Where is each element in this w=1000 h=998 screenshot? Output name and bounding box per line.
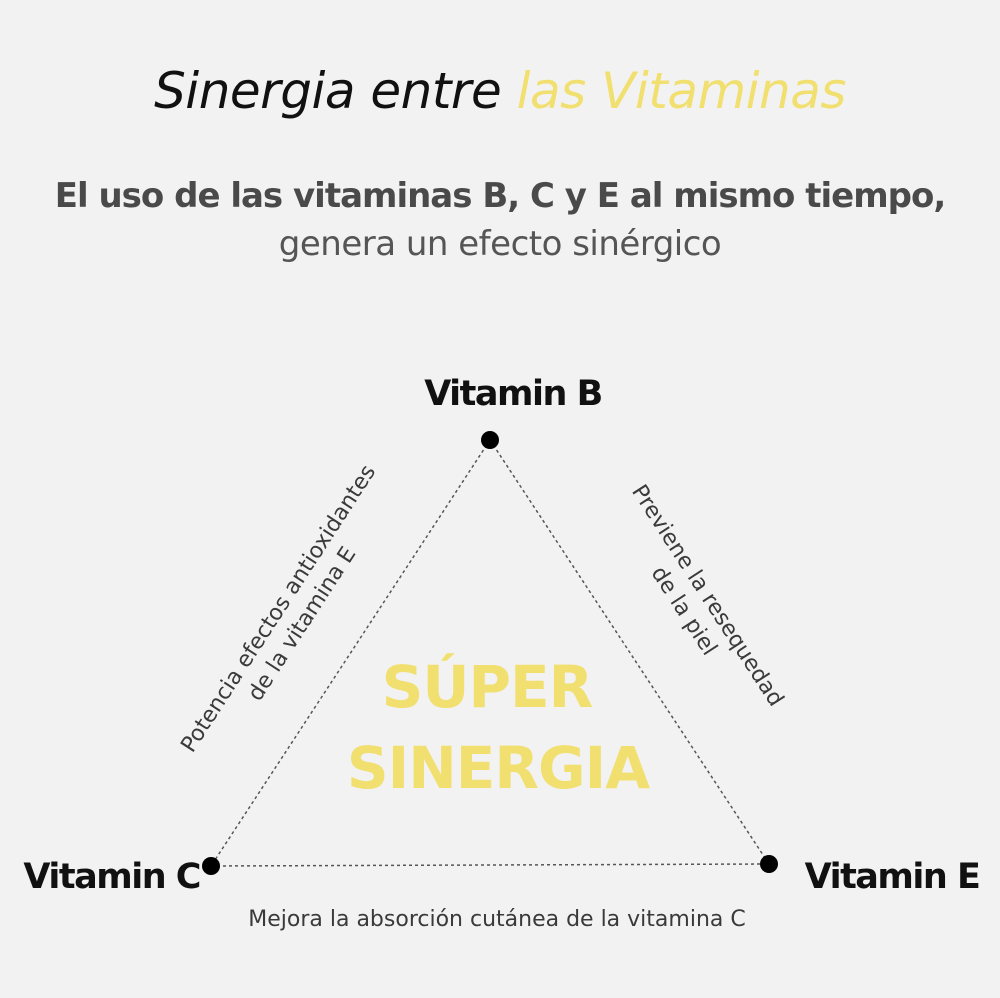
- subtitle-line-1: El uso de las vitaminas B, C y E al mism…: [54, 176, 946, 216]
- page-title: Sinergia entre las Vitaminas: [0, 62, 1000, 120]
- center-label-line2: SINERGIA: [347, 734, 650, 802]
- node-c-label: Vitamin C: [23, 857, 200, 897]
- edge-ce-label: Mejora la absorción cutánea de la vitami…: [248, 907, 745, 932]
- edge-c-e: [210, 863, 770, 867]
- edge-be-label: Previene la resequedad de la piel: [626, 481, 788, 712]
- edge-be-label-line1: Previene la resequedad: [626, 481, 788, 712]
- edge-bc-label: Potencia efectos antioxidantes de la vit…: [176, 461, 381, 757]
- node-c-dot: [202, 857, 220, 875]
- edge-b-c: [210, 439, 491, 867]
- node-e-dot: [760, 855, 778, 873]
- node-e-label: Vitamin E: [805, 857, 980, 897]
- edge-b-e: [489, 439, 770, 865]
- title-main: Sinergia entre: [154, 62, 517, 120]
- node-b-dot: [481, 431, 499, 449]
- subtitle-line-2: genera un efecto sinérgico: [278, 224, 722, 264]
- title-accent: las Vitaminas: [516, 62, 847, 120]
- edge-bc-label-line1: Potencia efectos antioxidantes: [176, 461, 381, 757]
- center-label-line1: SÚPER: [382, 652, 593, 721]
- node-b-label: Vitamin B: [424, 374, 602, 414]
